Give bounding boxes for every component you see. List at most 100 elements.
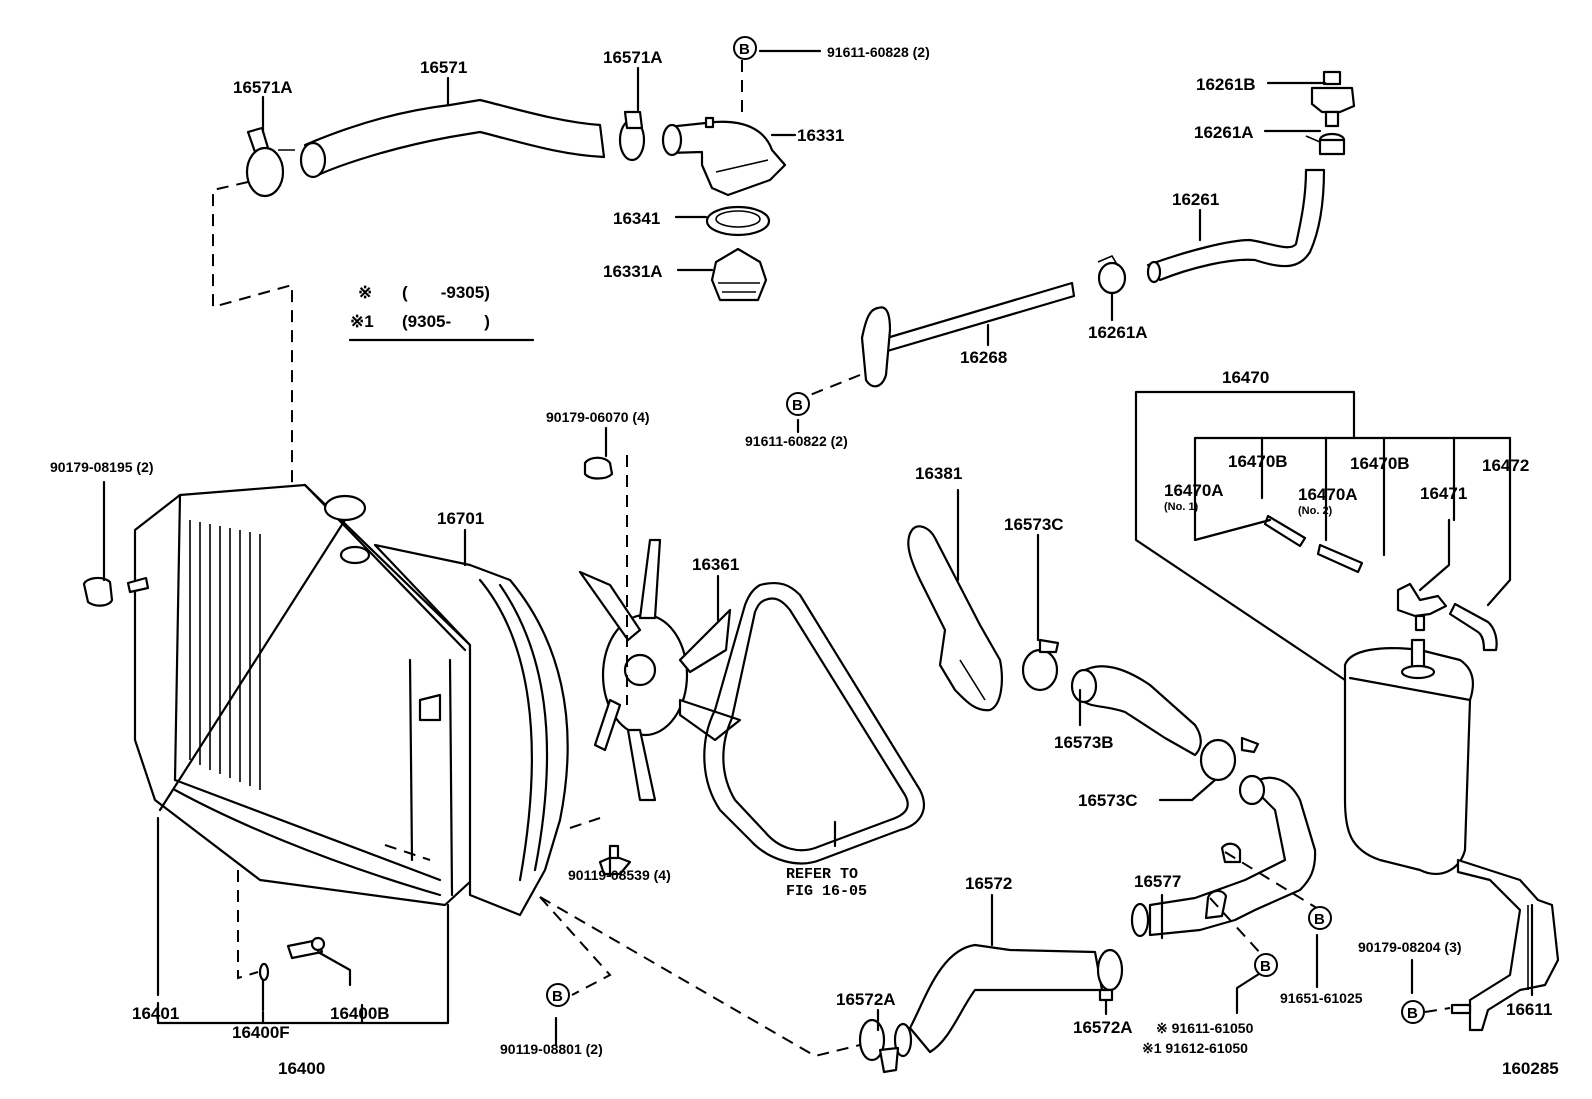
label-16400B: 16400B bbox=[330, 1004, 390, 1023]
label-16400: 16400 bbox=[278, 1059, 325, 1078]
water-hose-16261 bbox=[1146, 168, 1326, 284]
fan-nut-90179-06070 bbox=[583, 456, 614, 480]
fan-shroud-16701 bbox=[373, 543, 569, 917]
label-16572A-left: 16572A bbox=[836, 990, 896, 1009]
label-16571A-right: 16571A bbox=[603, 48, 663, 67]
leader-lines bbox=[102, 49, 1534, 1047]
label-16341: 16341 bbox=[613, 209, 660, 228]
label-16470B-2: 16470B bbox=[1350, 454, 1410, 473]
grommet-90179-08195 bbox=[82, 576, 150, 607]
drain-gasket-16400F bbox=[258, 962, 270, 982]
label-16573B: 16573B bbox=[1054, 733, 1114, 752]
v-belt-refer-fig-16-05 bbox=[703, 581, 926, 865]
label-91611-60828: 91611-60828 (2) bbox=[827, 44, 930, 60]
label-91612-61050: ※1 91612-61050 bbox=[1142, 1040, 1248, 1056]
legend-star1-range: (9305- ) bbox=[402, 312, 490, 331]
svg-text:B: B bbox=[739, 41, 750, 58]
hose-clamp-16261A-lower bbox=[1097, 254, 1127, 295]
bolt-symbol-90179-08204: B bbox=[1401, 1000, 1425, 1024]
water-outlet bbox=[661, 116, 787, 197]
label-16611: 16611 bbox=[1506, 1000, 1552, 1019]
hose-clamp-16573C-upper bbox=[1021, 638, 1060, 692]
refer-note-line-1: REFER TO bbox=[786, 866, 858, 883]
hose-clamp-16261A-upper bbox=[1305, 132, 1346, 156]
part-labels: 16571A 16571 16571A 91611-60828 (2) 1633… bbox=[50, 44, 1559, 1078]
label-16470: 16470 bbox=[1222, 368, 1269, 387]
svg-text:B: B bbox=[1407, 1005, 1418, 1022]
bolt-symbol-91611-60828: B bbox=[733, 36, 757, 60]
label-16573C-top: 16573C bbox=[1004, 515, 1064, 534]
label-16470A-1: 16470A bbox=[1164, 481, 1224, 500]
hose-clamp-16571A-right bbox=[618, 110, 646, 162]
label-16571: 16571 bbox=[420, 58, 467, 77]
svg-text:B: B bbox=[1314, 911, 1325, 928]
bolt-90119-08539 bbox=[598, 844, 632, 876]
label-16470A-2-sub: (No. 2) bbox=[1298, 505, 1333, 517]
label-16400F: 16400F bbox=[232, 1023, 290, 1042]
radiator-support-16611 bbox=[1456, 858, 1560, 1032]
label-16573C-bottom: 16573C bbox=[1078, 791, 1138, 810]
label-16381: 16381 bbox=[915, 464, 962, 483]
legend-star-range: ( -9305) bbox=[402, 283, 490, 302]
label-16571A-left: 16571A bbox=[233, 78, 293, 97]
label-16701: 16701 bbox=[437, 509, 484, 528]
drain-cock-plug-16400B bbox=[286, 936, 326, 960]
hose-16573B bbox=[1070, 665, 1202, 757]
upper-radiator-hose bbox=[299, 98, 606, 179]
reservoir-hose-16470A-no1 bbox=[1263, 514, 1307, 548]
label-16331: 16331 bbox=[797, 126, 844, 145]
reservoir-tank-16471 bbox=[1343, 638, 1475, 875]
label-16470B-1: 16470B bbox=[1228, 452, 1288, 471]
lower-radiator-hose-16572 bbox=[893, 943, 1104, 1058]
label-91611-60822: 91611-60822 (2) bbox=[745, 433, 848, 449]
label-16261B: 16261B bbox=[1196, 75, 1256, 94]
bracket-16381 bbox=[907, 525, 1003, 712]
radiator-assembly bbox=[133, 483, 474, 907]
legend-star-symbol: ※ bbox=[358, 283, 372, 302]
bolt-symbol-90119-08801: B bbox=[546, 983, 570, 1007]
label-90119-08539: 90119-08539 (4) bbox=[568, 867, 671, 883]
water-bypass-pipe bbox=[860, 281, 1076, 388]
label-90179-06070: 90179-06070 (4) bbox=[546, 409, 650, 425]
bolt-90179-08204 bbox=[1450, 1003, 1472, 1015]
gasket-16341 bbox=[705, 205, 771, 237]
label-16472: 16472 bbox=[1482, 456, 1529, 475]
hose-clamp-16571A-left bbox=[245, 126, 295, 198]
label-16572: 16572 bbox=[965, 874, 1012, 893]
hose-clamp-16572A-right bbox=[1096, 948, 1124, 1002]
label-90179-08204: 90179-08204 (3) bbox=[1358, 939, 1462, 955]
legend-star1-symbol: ※1 bbox=[350, 312, 374, 331]
bolt-symbol-91611-60822: B bbox=[786, 392, 810, 416]
label-16261A-bottom: 16261A bbox=[1088, 323, 1148, 342]
refer-note-line-2: FIG 16-05 bbox=[786, 883, 867, 900]
thermostat-16331A bbox=[710, 247, 768, 302]
bolt-symbol-91611-61050: B bbox=[1254, 953, 1278, 977]
cooling-fan-16361 bbox=[578, 538, 742, 802]
label-16470A-1-sub: (No. 1) bbox=[1164, 501, 1199, 513]
label-16577: 16577 bbox=[1134, 872, 1181, 891]
label-90119-08801: 90119-08801 (2) bbox=[500, 1041, 603, 1057]
label-91651-61025: 91651-61025 bbox=[1280, 990, 1363, 1006]
label-91611-61050: ※ 91611-61050 bbox=[1156, 1020, 1254, 1036]
radiator-core-fins bbox=[189, 520, 261, 790]
reservoir-cap-16471 bbox=[1396, 582, 1448, 632]
svg-text:B: B bbox=[792, 397, 803, 414]
figure-id: 160285 bbox=[1502, 1059, 1559, 1078]
bolt-symbol-91651-61025: B bbox=[1308, 906, 1332, 930]
vacuum-switch-16261B bbox=[1310, 70, 1356, 128]
reference-lines bbox=[212, 60, 1451, 1058]
label-16470A-2: 16470A bbox=[1298, 485, 1358, 504]
svg-text:B: B bbox=[1260, 958, 1271, 975]
label-16268: 16268 bbox=[960, 348, 1007, 367]
label-16261: 16261 bbox=[1172, 190, 1219, 209]
reservoir-hose-16472 bbox=[1448, 602, 1498, 652]
hose-clamp-16573C-lower bbox=[1199, 736, 1260, 782]
label-16572A-right: 16572A bbox=[1073, 1018, 1133, 1037]
reservoir-hose-16470A-no2 bbox=[1316, 543, 1364, 574]
label-16401: 16401 bbox=[132, 1004, 179, 1023]
label-16361: 16361 bbox=[692, 555, 739, 574]
label-16471: 16471 bbox=[1420, 484, 1467, 503]
label-90179-08195: 90179-08195 (2) bbox=[50, 459, 154, 475]
label-16261A-top: 16261A bbox=[1194, 123, 1254, 142]
